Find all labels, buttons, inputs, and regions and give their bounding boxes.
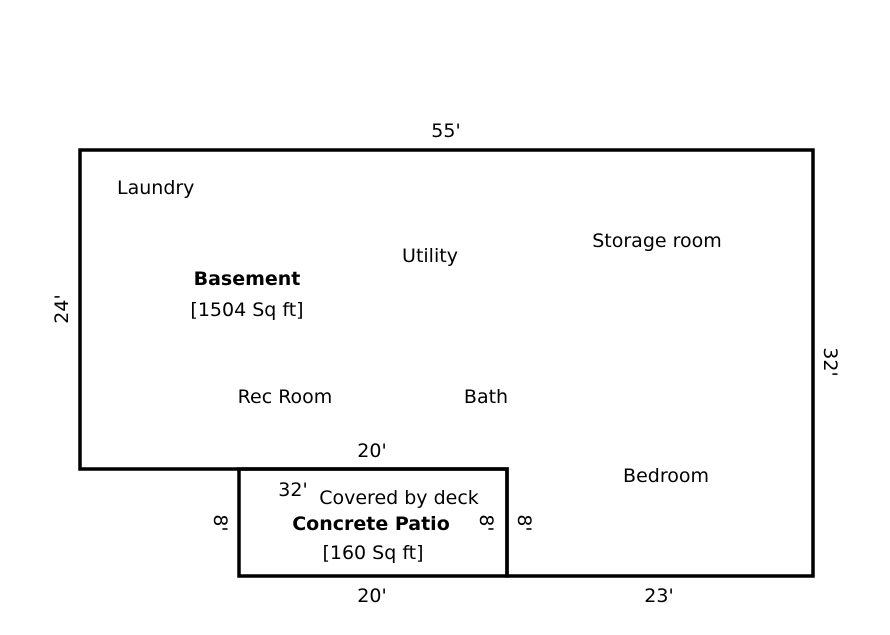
- dimension-inner-top: 20': [357, 440, 386, 462]
- patio-outline: [237, 467, 509, 578]
- room-label-bath: Bath: [464, 386, 508, 408]
- dimension-right: 32': [819, 347, 841, 376]
- patio-dimension-left: 8': [209, 514, 231, 531]
- room-label-rec-room: Rec Room: [238, 386, 333, 408]
- patio-dimension-bottom: 20': [357, 585, 386, 607]
- patio-dimension-corner: 32': [278, 479, 307, 501]
- basement-area: [1504 Sq ft]: [190, 299, 303, 321]
- room-label-storage: Storage room: [592, 230, 722, 252]
- room-label-bedroom: Bedroom: [623, 465, 709, 487]
- patio-dimension-right-outer: 8': [513, 514, 535, 531]
- dimension-bottom-right: 23': [644, 585, 673, 607]
- dimension-top: 55': [431, 120, 460, 142]
- basement-title: Basement: [194, 268, 301, 290]
- patio-area: [160 Sq ft]: [322, 542, 423, 564]
- dimension-left: 24': [51, 294, 73, 323]
- patio-title: Concrete Patio: [292, 513, 450, 535]
- patio-note: Covered by deck: [319, 487, 479, 509]
- room-label-utility: Utility: [402, 245, 458, 267]
- patio-dimension-right-inner: 8': [475, 514, 497, 531]
- room-label-laundry: Laundry: [117, 177, 194, 199]
